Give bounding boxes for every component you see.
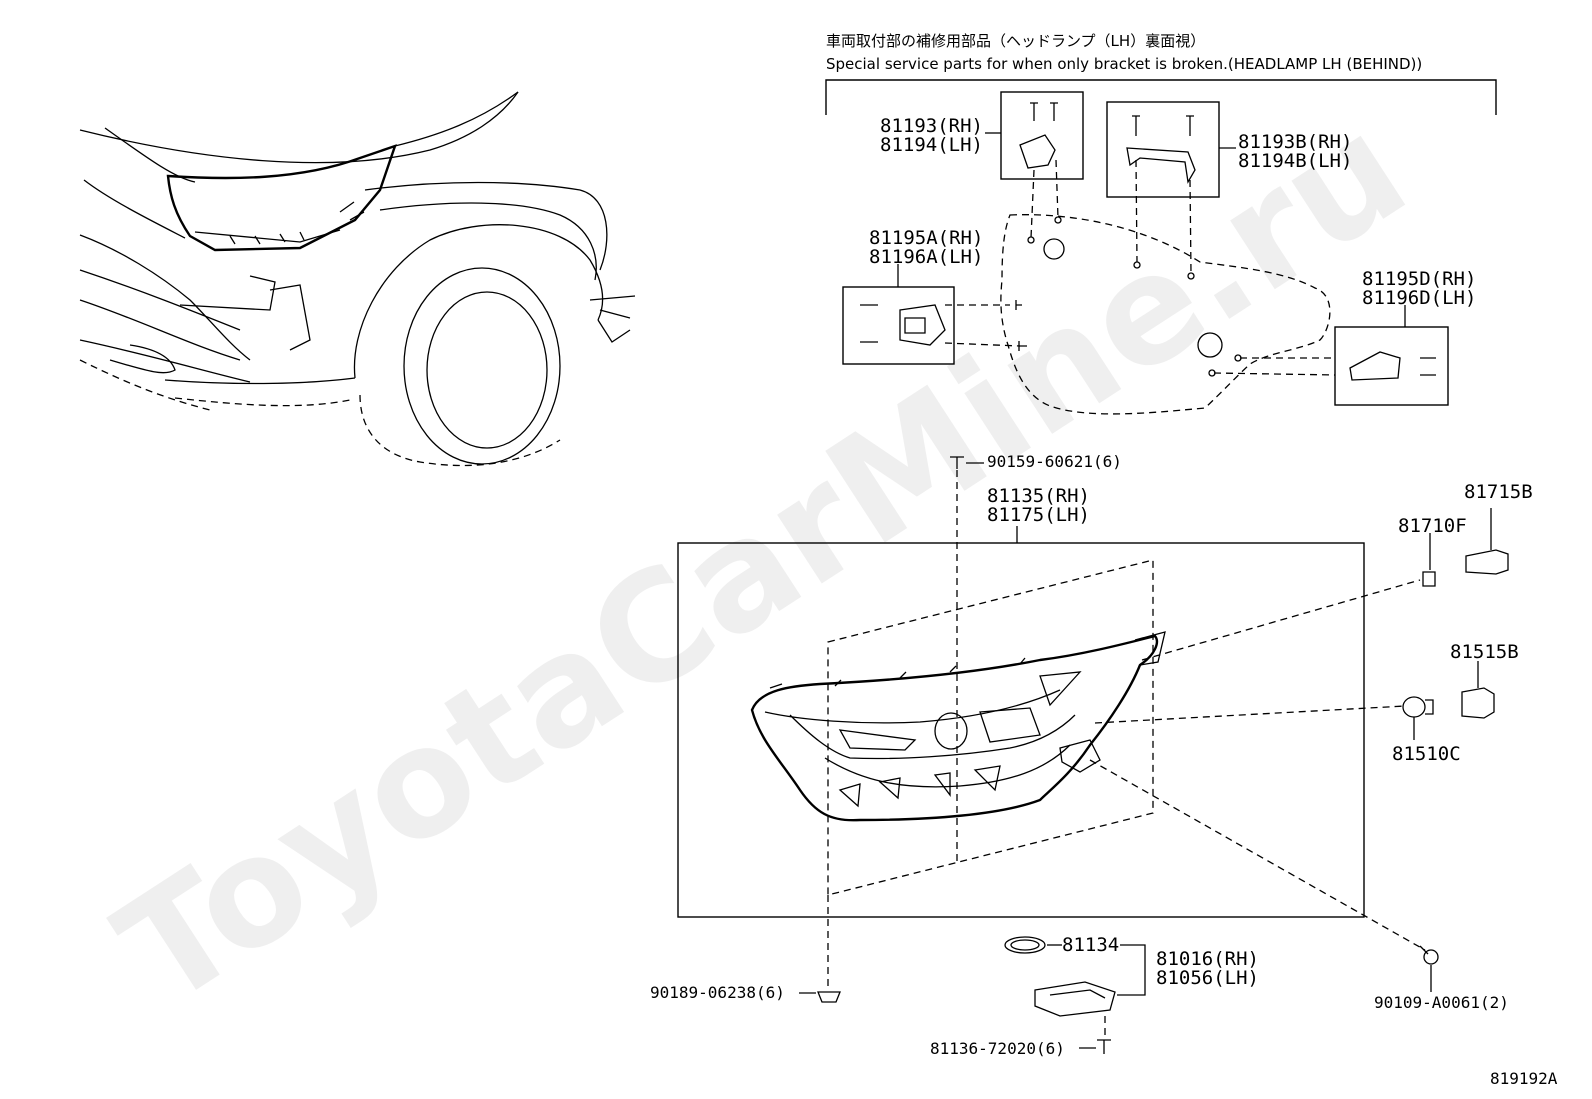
label-81175: 81175(LH) xyxy=(987,504,1090,526)
label-81193: 81193(RH) xyxy=(880,115,983,137)
label-81056: 81056(LH) xyxy=(1156,967,1259,989)
label-81135: 81135(RH) xyxy=(987,485,1090,507)
label-81194: 81194(LH) xyxy=(880,134,983,156)
label-81194b: 81194B(LH) xyxy=(1238,150,1352,172)
ballast-section: 81134 81016(RH) 81056(LH) 81136-72020(6) xyxy=(930,934,1259,1058)
header-bracket xyxy=(825,79,1497,115)
part-box-81193b xyxy=(1106,101,1220,198)
headlamp-assembly: 90159-60621(6) 81135(RH) 81175(LH) 81710… xyxy=(650,452,1533,1012)
label-90109: 90109-A0061(2) xyxy=(1374,993,1509,1012)
header-japanese: 車両取付部の補修用部品（ヘッドランプ（LH）裏面視） xyxy=(826,32,1205,50)
diagram-id: 819192A xyxy=(1490,1069,1558,1088)
label-81134: 81134 xyxy=(1062,934,1119,956)
label-90159: 90159-60621(6) xyxy=(987,452,1122,471)
watermark: ToyotaCarMine.ru xyxy=(90,82,1436,1040)
header-english: Special service parts for when only brac… xyxy=(826,55,1422,73)
label-81193b: 81193B(RH) xyxy=(1238,131,1352,153)
label-81196a: 81196A(LH) xyxy=(869,246,983,268)
label-90189: 90189-06238(6) xyxy=(650,983,785,1002)
label-81510c: 81510C xyxy=(1392,743,1461,765)
bracket-section: 81193(RH) 81194(LH) 81193B(RH) 81194B(LH… xyxy=(842,91,1476,415)
label-81195a: 81195A(RH) xyxy=(869,227,983,249)
label-81196d: 81196D(LH) xyxy=(1362,287,1476,309)
label-81715b: 81715B xyxy=(1464,481,1533,503)
part-box-81193 xyxy=(1000,91,1084,180)
label-81016: 81016(RH) xyxy=(1156,948,1259,970)
vehicle-front-illustration xyxy=(79,91,636,467)
label-81515b: 81515B xyxy=(1450,641,1519,663)
label-81195d: 81195D(RH) xyxy=(1362,268,1476,290)
headlamp-box xyxy=(677,542,1365,918)
label-81136: 81136-72020(6) xyxy=(930,1039,1065,1058)
label-81710f: 81710F xyxy=(1398,515,1467,537)
lamp-back-outline xyxy=(1000,214,1331,415)
part-box-81195d xyxy=(1334,326,1449,406)
